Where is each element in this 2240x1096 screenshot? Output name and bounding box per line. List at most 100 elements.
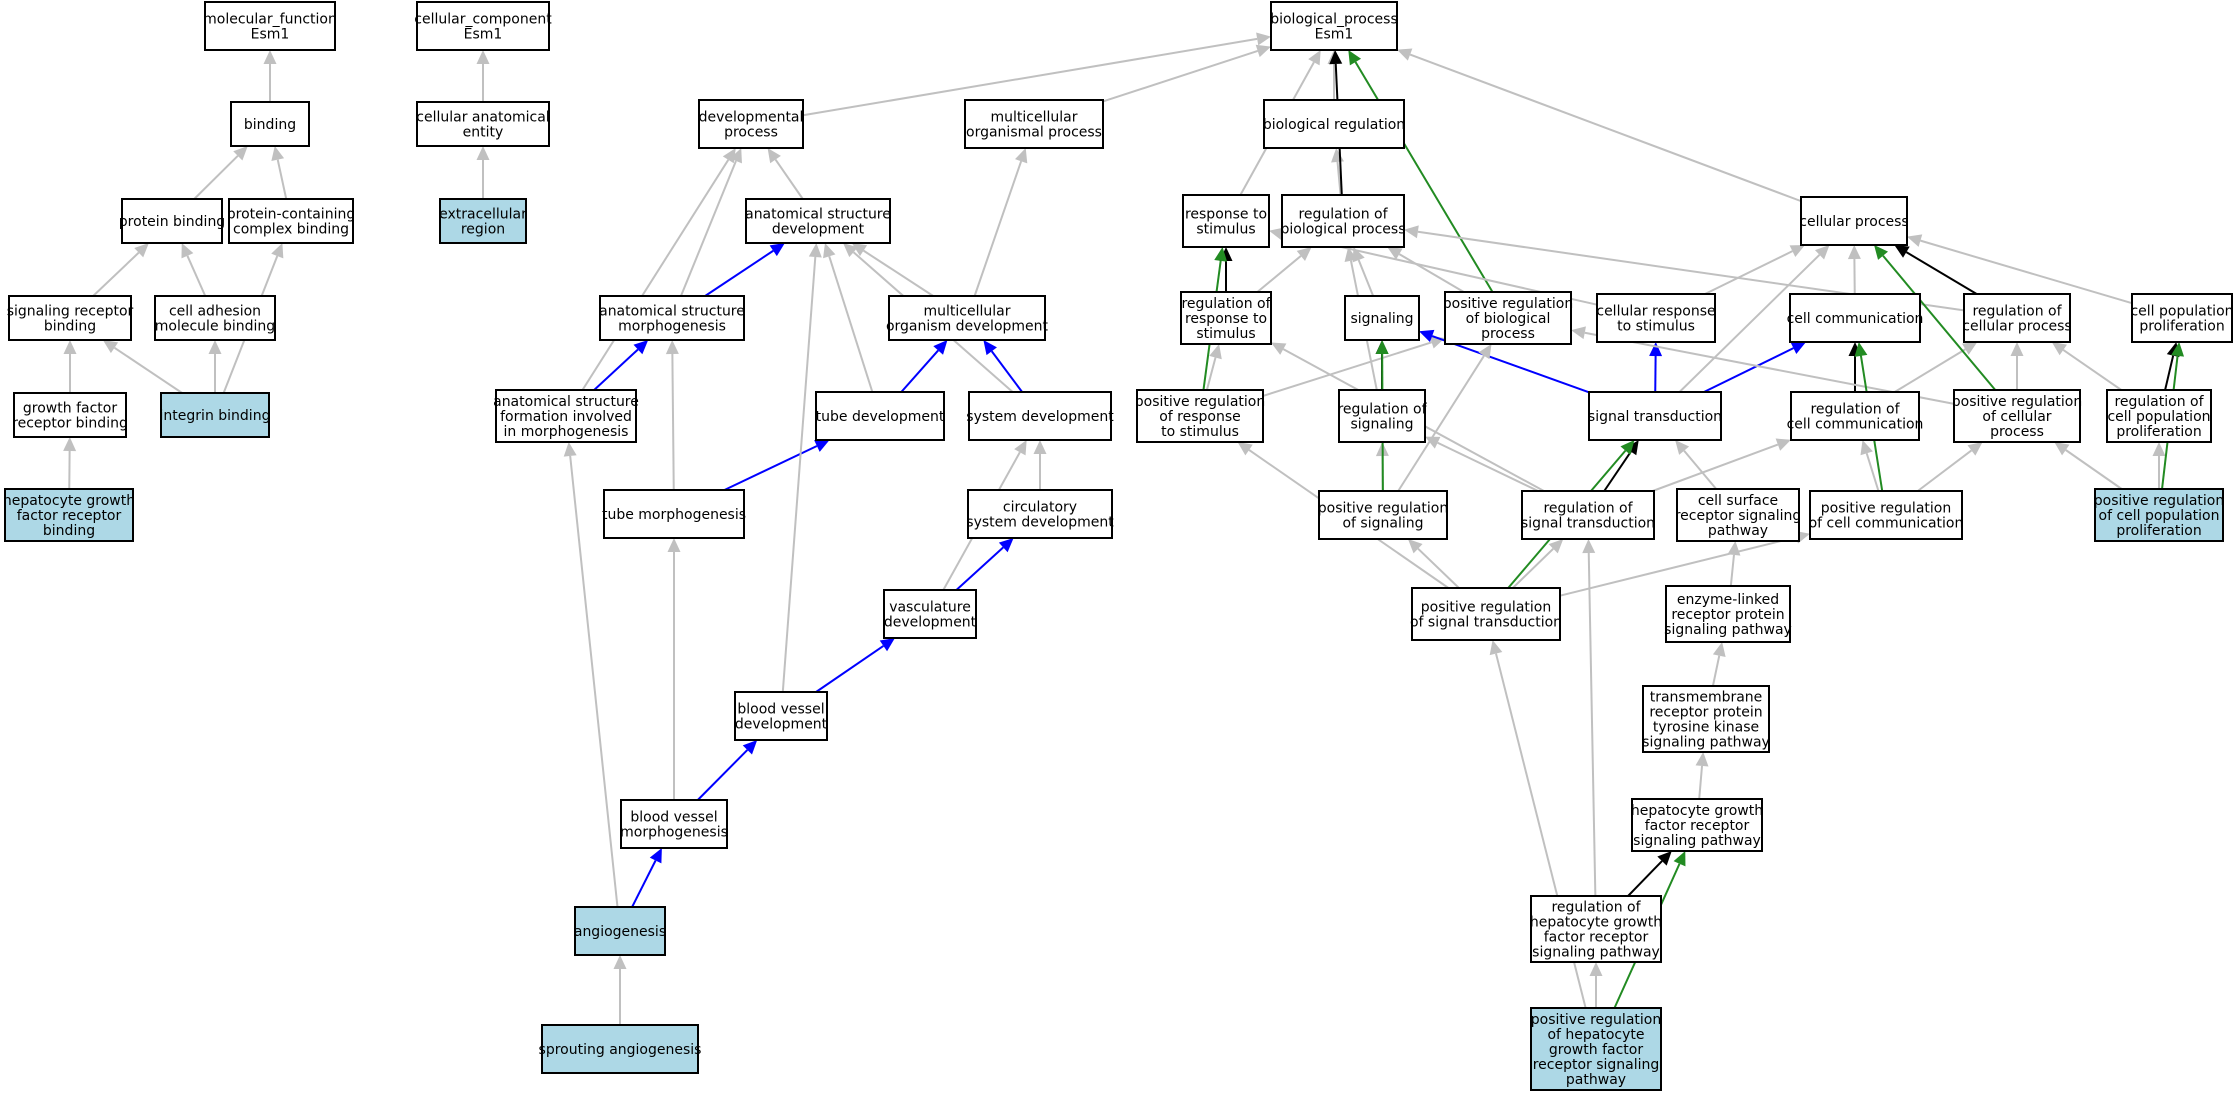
go-term-box [439,198,527,244]
go-term-biological-regulation[interactable]: biological regulation [1263,99,1405,149]
edge-line [1894,348,1966,393]
edge-part-of [900,340,948,393]
edge-line [631,860,657,908]
go-term-integrin-binding[interactable]: integrin binding [160,392,271,438]
edge-line [815,645,884,693]
go-term-label: signal transduction [1588,409,1722,425]
go-term-binding[interactable]: binding [230,101,310,147]
go-term-signaling[interactable]: signaling [1344,295,1420,341]
arrowhead-icon [1344,247,1358,263]
go-term-cell-communication[interactable]: cell communication [1787,293,1924,343]
arrowhead-icon [1404,225,1419,239]
edge-line [581,159,730,391]
arrowhead-icon [1961,342,1978,355]
go-term-cellular-process[interactable]: cellular process [1799,196,1909,246]
go-term-tube-morphogenesis[interactable]: tube morphogenesis [602,489,746,539]
go-term-angiogenesis[interactable]: angiogenesis [574,906,666,956]
edge-line [828,256,874,393]
edge-part-of [1419,329,1590,394]
go-term-box [1338,389,1426,443]
edge-is-a [1256,247,1312,293]
go-term-tube-development[interactable]: tube development [815,391,945,441]
arrowhead-icon [1489,640,1503,656]
edge-line [2164,355,2175,391]
arrowhead-icon [767,148,781,164]
arrowhead-icon [851,243,868,257]
arrowhead-icon [134,243,149,258]
edge-layer [63,32,2185,1025]
edge-line [593,348,639,391]
edge-is-a [1425,436,1539,492]
go-term-sprouting-angiogenesis[interactable]: sprouting angiogenesis [539,1024,702,1074]
edge-line [1357,259,1375,297]
go-term-signal-transduction[interactable]: signal transduction [1588,391,1722,441]
arrowhead-icon [665,340,679,355]
edge-is-a [1205,344,1222,391]
go-term-protein-binding[interactable]: protein binding [119,198,225,244]
go-term-box [603,489,745,539]
edge-part-of [593,340,649,391]
edge-part-of [697,740,758,801]
arrowhead-icon [1329,50,1343,65]
go-term-box [967,489,1113,539]
edge-part-of [1649,342,1663,393]
go-term-system-development[interactable]: system development [966,391,1114,441]
edge-is-a [193,146,248,200]
edge-is-a [476,146,490,199]
go-term-box [745,198,891,244]
arrowhead-icon [1854,342,1868,357]
edge-line [1587,552,1597,897]
go-term-box [1789,293,1921,343]
edge-is-a [1894,342,1978,393]
